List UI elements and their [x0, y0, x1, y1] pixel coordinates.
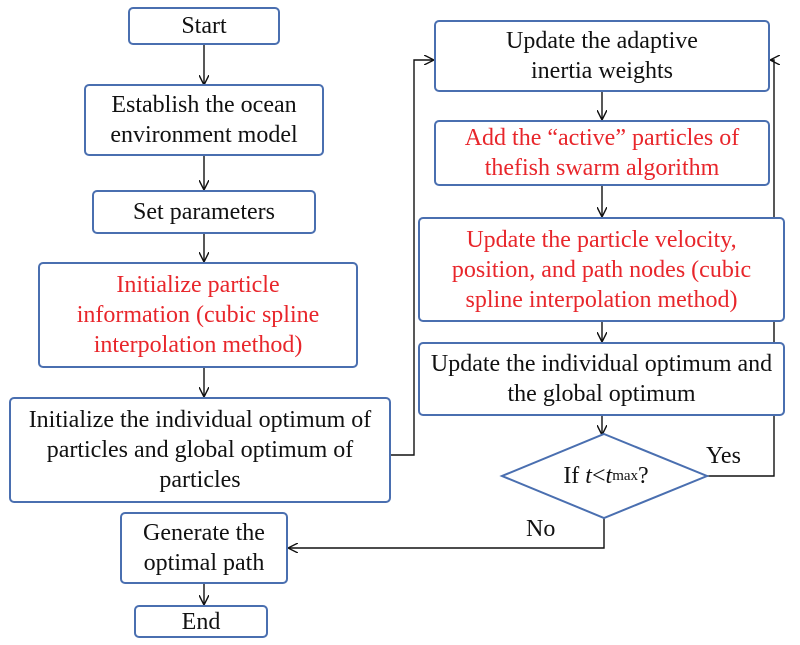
- update-velocity-label: Update the particle velocity, position, …: [451, 226, 752, 313]
- ocean-model-node: Establish the ocean environment model: [84, 84, 324, 156]
- decision-limit-var: t: [605, 462, 613, 489]
- add-active-node: Add the “active” particles of thefish sw…: [434, 120, 770, 186]
- update-weights-label: Update the adaptive inertia weights: [506, 28, 698, 84]
- decision-limit-sub: max: [612, 467, 639, 484]
- init-particle-label: Initialize particle information (cubic s…: [76, 272, 320, 358]
- no-label: No: [526, 516, 556, 542]
- generate-path-label: Generate the optimal path: [143, 520, 265, 576]
- add-active-label: Add the “active” particles of thefish sw…: [464, 125, 740, 181]
- update-optimum-label: Update the individual optimum and the gl…: [430, 351, 773, 407]
- arrow-decision-no-to-generate: [289, 518, 605, 548]
- start-node: Start: [128, 7, 280, 45]
- update-weights-node: Update the adaptive inertia weights: [434, 20, 770, 92]
- generate-path-node: Generate the optimal path: [120, 512, 288, 584]
- decision-op: <: [591, 462, 606, 489]
- decision-prefix: If: [563, 462, 586, 489]
- init-particle-node: Initialize particle information (cubic s…: [38, 262, 358, 368]
- end-node: End: [134, 605, 268, 638]
- ocean-model-label: Establish the ocean environment model: [110, 92, 298, 148]
- decision-diamond: [499, 432, 710, 520]
- init-optimum-label: Initialize the individual optimum of par…: [28, 407, 372, 493]
- update-velocity-node: Update the particle velocity, position, …: [418, 217, 785, 322]
- init-optimum-node: Initialize the individual optimum of par…: [9, 397, 391, 503]
- end-label: End: [181, 608, 221, 635]
- set-params-node: Set parameters: [92, 190, 316, 234]
- arrow-init-optimum-to-update-weights: [391, 60, 433, 456]
- start-label: Start: [181, 13, 227, 39]
- update-optimum-node: Update the individual optimum and the gl…: [418, 342, 785, 416]
- set-params-label: Set parameters: [133, 199, 275, 225]
- decision-suffix: ?: [638, 462, 649, 489]
- yes-label: Yes: [706, 443, 741, 469]
- decision-var: t: [585, 462, 592, 489]
